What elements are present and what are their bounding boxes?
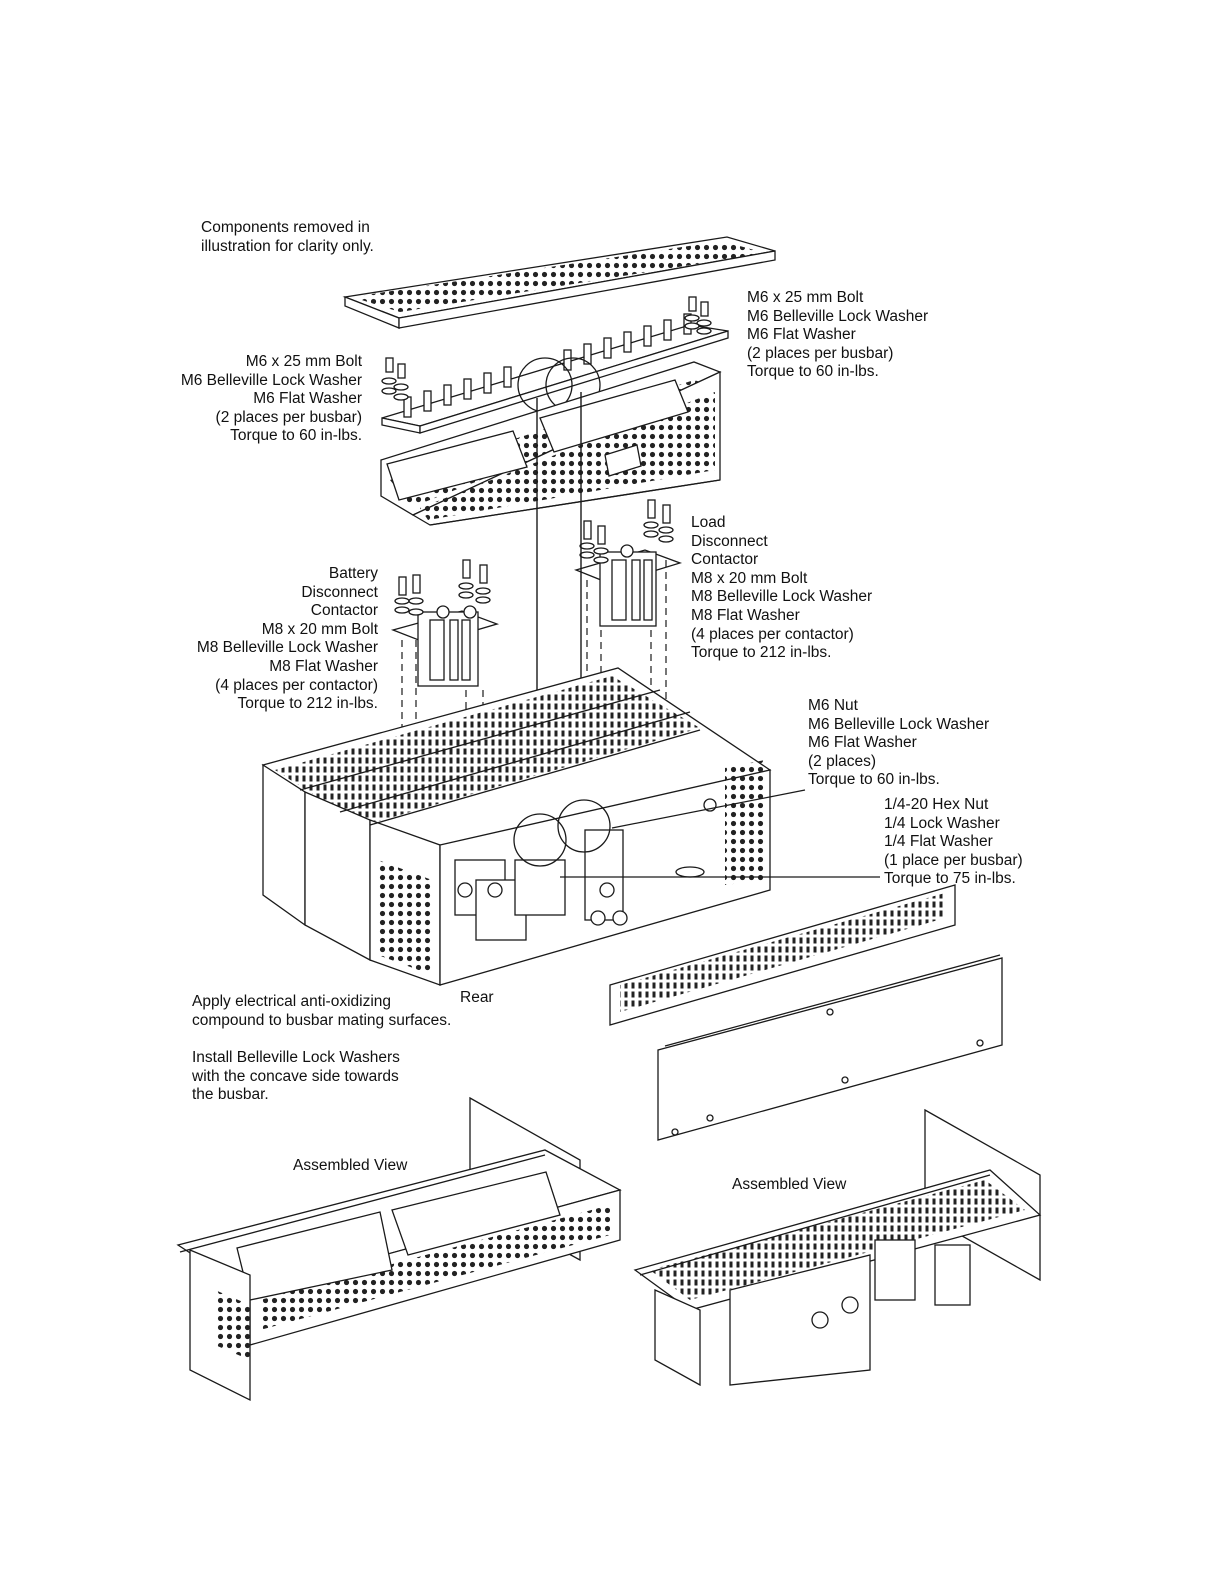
callout-line: (4 places per contactor) (215, 676, 378, 694)
callout-line: M6 Flat Washer (747, 326, 856, 344)
callout-top-right-busbar-bolts: M6 x 25 mm Bolt M6 Belleville Lock Washe… (747, 289, 928, 382)
busbar-bolt-stack-right (684, 296, 712, 335)
callout-hex-nut: 1/4-20 Hex Nut 1/4 Lock Washer 1/4 Flat … (884, 796, 1023, 889)
note-line: compound to busbar mating surfaces. (192, 1011, 452, 1029)
callout-m6-nut: M6 Nut M6 Belleville Lock Washer M6 Flat… (808, 697, 989, 790)
callout-line: M8 Belleville Lock Washer (691, 588, 873, 606)
top-perforated-cover (342, 236, 776, 329)
note-line: Apply electrical anti-oxidizing (192, 993, 392, 1010)
front-slotted-bezel (609, 884, 956, 1026)
assembled-view-left-drawing (176, 1096, 622, 1402)
callout-line: M6 x 25 mm Bolt (245, 353, 362, 370)
callout-line: M8 x 20 mm Bolt (691, 569, 808, 587)
clarity-note: Components removed in illustration for c… (201, 219, 374, 256)
callout-line: (2 places) (808, 752, 877, 770)
callout-line: Torque to 212 in-lbs. (237, 695, 378, 713)
callout-line: M8 Belleville Lock Washer (196, 639, 378, 657)
callout-line: Contactor (691, 551, 759, 569)
callout-line: M8 Flat Washer (691, 606, 800, 624)
belleville-washer-note: Install Belleville Lock Washers with the… (192, 1049, 400, 1105)
callout-line: Torque to 75 in-lbs. (884, 870, 1016, 888)
callout-line: 1/4 Flat Washer (884, 833, 993, 851)
note-line: with the concave side towards (192, 1067, 399, 1085)
callout-line: M6 Belleville Lock Washer (180, 371, 362, 389)
insulator-cover-plate (380, 361, 722, 526)
callout-line: M8 Flat Washer (269, 657, 378, 675)
clarity-note-line2: illustration for clarity only. (201, 237, 374, 255)
assembled-view-right-label: Assembled View (732, 1176, 847, 1193)
callout-line: Torque to 60 in-lbs. (747, 363, 879, 381)
callout-line: Torque to 60 in-lbs. (808, 771, 940, 789)
callout-line: 1/4 Lock Washer (884, 814, 1000, 832)
callout-line: Torque to 60 in-lbs. (230, 427, 362, 445)
rear-label: Rear (460, 989, 494, 1006)
callout-battery-disconnect-contactor: Battery Disconnect Contactor M8 x 20 mm … (150, 565, 378, 714)
callout-line: M6 Flat Washer (808, 734, 917, 752)
front-panel (657, 954, 1003, 1141)
busbar-with-studs (381, 313, 729, 434)
callout-line: Disconnect (691, 532, 768, 550)
assembled-view-right-drawing (633, 1108, 1042, 1387)
anti-oxidizing-note: Apply electrical anti-oxidizing compound… (192, 993, 451, 1030)
note-line: the busbar. (192, 1086, 269, 1104)
callout-line: (2 places per busbar) (215, 408, 362, 426)
callout-load-disconnect-contactor: Load Disconnect Contactor M8 x 20 mm Bol… (691, 514, 872, 663)
busbar-bolt-stack-left (381, 357, 409, 401)
callout-line: Battery (328, 565, 378, 582)
note-line: Install Belleville Lock Washers (192, 1049, 400, 1066)
callout-line: (1 place per busbar) (884, 851, 1023, 869)
callout-line: (4 places per contactor) (691, 625, 854, 643)
callout-line: Contactor (310, 602, 378, 620)
callout-line: (2 places per busbar) (747, 344, 894, 362)
callout-line: Load (691, 514, 726, 531)
main-chassis (261, 667, 772, 986)
callout-line: Disconnect (301, 583, 378, 601)
callout-line: 1/4-20 Hex Nut (884, 796, 989, 813)
clarity-note-line1: Components removed in (201, 219, 370, 236)
callout-line: M8 x 20 mm Bolt (261, 620, 378, 638)
callout-line: M6 x 25 mm Bolt (747, 289, 864, 306)
leader-lines (560, 789, 880, 878)
callout-line: M6 Flat Washer (253, 390, 362, 408)
callout-line: Torque to 212 in-lbs. (691, 644, 832, 662)
callout-line: M6 Belleville Lock Washer (808, 715, 990, 733)
callout-line: M6 Nut (808, 697, 858, 714)
battery-disconnect-contactor (390, 559, 500, 687)
assembled-view-left-label: Assembled View (293, 1157, 408, 1174)
load-disconnect-contactor (574, 499, 683, 627)
callout-line: M6 Belleville Lock Washer (747, 307, 929, 325)
callout-top-left-busbar-bolts: M6 x 25 mm Bolt M6 Belleville Lock Washe… (140, 353, 362, 446)
